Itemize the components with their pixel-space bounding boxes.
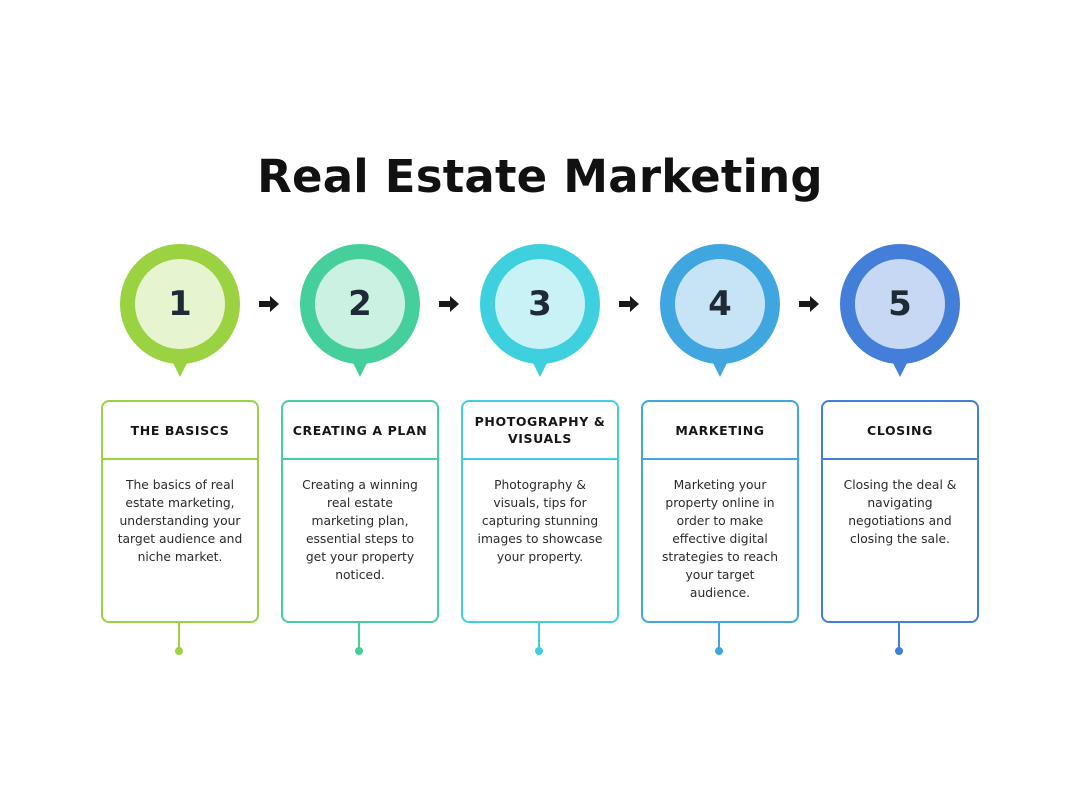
step-heading: THE BASISCS bbox=[103, 402, 257, 460]
connector-stem bbox=[178, 622, 180, 649]
step-3: 3 PHOTOGRAPHY & VISUALS Photography & vi… bbox=[460, 0, 620, 810]
arrow-right-icon bbox=[799, 296, 819, 312]
step-heading: CREATING A PLAN bbox=[283, 402, 437, 460]
step-description: The basics of real estate marketing, und… bbox=[117, 478, 243, 564]
connector-dot bbox=[535, 647, 543, 655]
connector-stem bbox=[718, 622, 720, 649]
step-card: PHOTOGRAPHY & VISUALS Photography & visu… bbox=[461, 400, 619, 623]
connector-stem bbox=[538, 622, 540, 649]
connector-dot bbox=[355, 647, 363, 655]
step-number: 1 bbox=[135, 259, 225, 349]
step-heading: PHOTOGRAPHY & VISUALS bbox=[463, 402, 617, 460]
step-number-pin: 5 bbox=[840, 244, 960, 364]
step-2: 2 CREATING A PLAN Creating a winning rea… bbox=[280, 0, 440, 810]
step-card: CREATING A PLAN Creating a winning real … bbox=[281, 400, 439, 623]
step-description: Marketing your property online in order … bbox=[661, 478, 778, 600]
step-description: Closing the deal & navigating negotiatio… bbox=[843, 478, 957, 546]
step-number-pin: 2 bbox=[300, 244, 420, 364]
step-number: 4 bbox=[675, 259, 765, 349]
step-heading: CLOSING bbox=[823, 402, 977, 460]
step-number-pin: 3 bbox=[480, 244, 600, 364]
step-heading: MARKETING bbox=[643, 402, 797, 460]
connector-stem bbox=[358, 622, 360, 649]
step-number: 3 bbox=[495, 259, 585, 349]
step-card: MARKETING Marketing your property online… bbox=[641, 400, 799, 623]
step-number-pin: 4 bbox=[660, 244, 780, 364]
connector-dot bbox=[895, 647, 903, 655]
page-title: Real Estate Marketing bbox=[257, 150, 823, 203]
step-5: 5 CLOSING Closing the deal & navigating … bbox=[820, 0, 980, 810]
step-number-pin: 1 bbox=[120, 244, 240, 364]
step-description: Photography & visuals, tips for capturin… bbox=[477, 478, 603, 564]
step-4: 4 MARKETING Marketing your property onli… bbox=[640, 0, 800, 810]
arrow-right-icon bbox=[619, 296, 639, 312]
step-card: CLOSING Closing the deal & navigating ne… bbox=[821, 400, 979, 623]
arrow-right-icon bbox=[439, 296, 459, 312]
step-card: THE BASISCS The basics of real estate ma… bbox=[101, 400, 259, 623]
step-number: 2 bbox=[315, 259, 405, 349]
step-description: Creating a winning real estate marketing… bbox=[302, 478, 418, 582]
connector-stem bbox=[898, 622, 900, 649]
connector-dot bbox=[715, 647, 723, 655]
step-number: 5 bbox=[855, 259, 945, 349]
arrow-right-icon bbox=[259, 296, 279, 312]
step-1: 1 THE BASISCS The basics of real estate … bbox=[100, 0, 260, 810]
connector-dot bbox=[175, 647, 183, 655]
